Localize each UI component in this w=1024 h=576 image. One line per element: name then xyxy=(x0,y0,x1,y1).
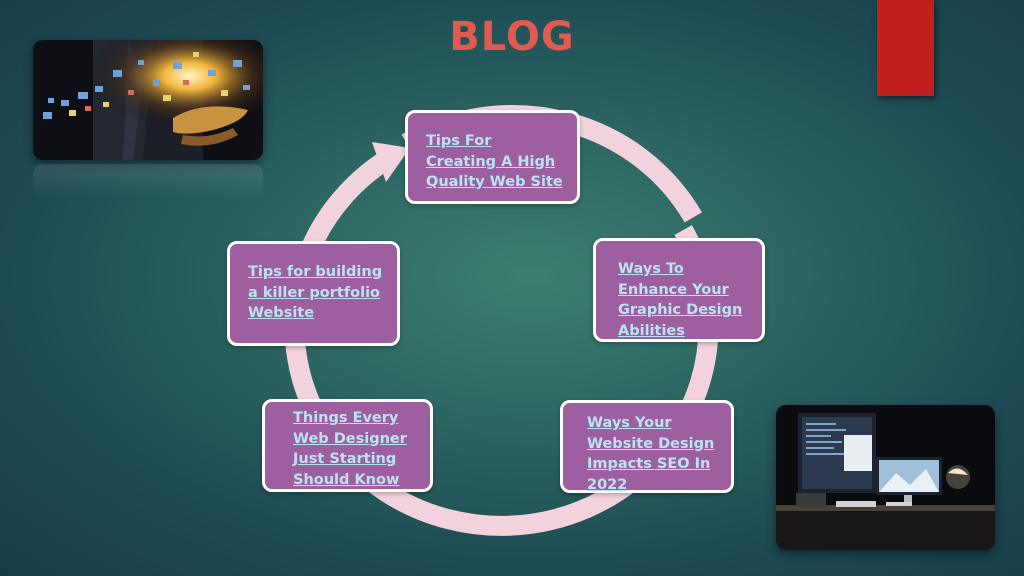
red-ribbon-decoration xyxy=(877,0,934,96)
link-enhance-graphic-design[interactable]: Ways To Enhance Your Graphic Design Abil… xyxy=(618,261,743,339)
link-tips-high-quality-web-site[interactable]: Tips For Creating A High Quality Web Sit… xyxy=(426,133,563,190)
photo-reflection xyxy=(33,164,263,198)
node-website-design-seo: Ways Your Website Design Impacts SEO In … xyxy=(560,400,734,493)
page-title: BLOG xyxy=(449,14,575,60)
link-web-designer-starting[interactable]: Things Every Web Designer Just Starting … xyxy=(293,410,407,488)
node-tips-high-quality-web-site: Tips For Creating A High Quality Web Sit… xyxy=(405,110,580,204)
node-killer-portfolio: Tips for building a killer portfolio Web… xyxy=(227,241,400,346)
arrowhead-icon xyxy=(372,142,410,182)
link-killer-portfolio[interactable]: Tips for building a killer portfolio Web… xyxy=(248,264,383,321)
desk-monitors-photo xyxy=(776,405,995,550)
node-enhance-graphic-design: Ways To Enhance Your Graphic Design Abil… xyxy=(593,238,765,342)
link-website-design-seo[interactable]: Ways Your Website Design Impacts SEO In … xyxy=(587,415,715,493)
node-web-designer-starting: Things Every Web Designer Just Starting … xyxy=(262,399,433,492)
digital-media-hand-photo xyxy=(33,40,263,160)
